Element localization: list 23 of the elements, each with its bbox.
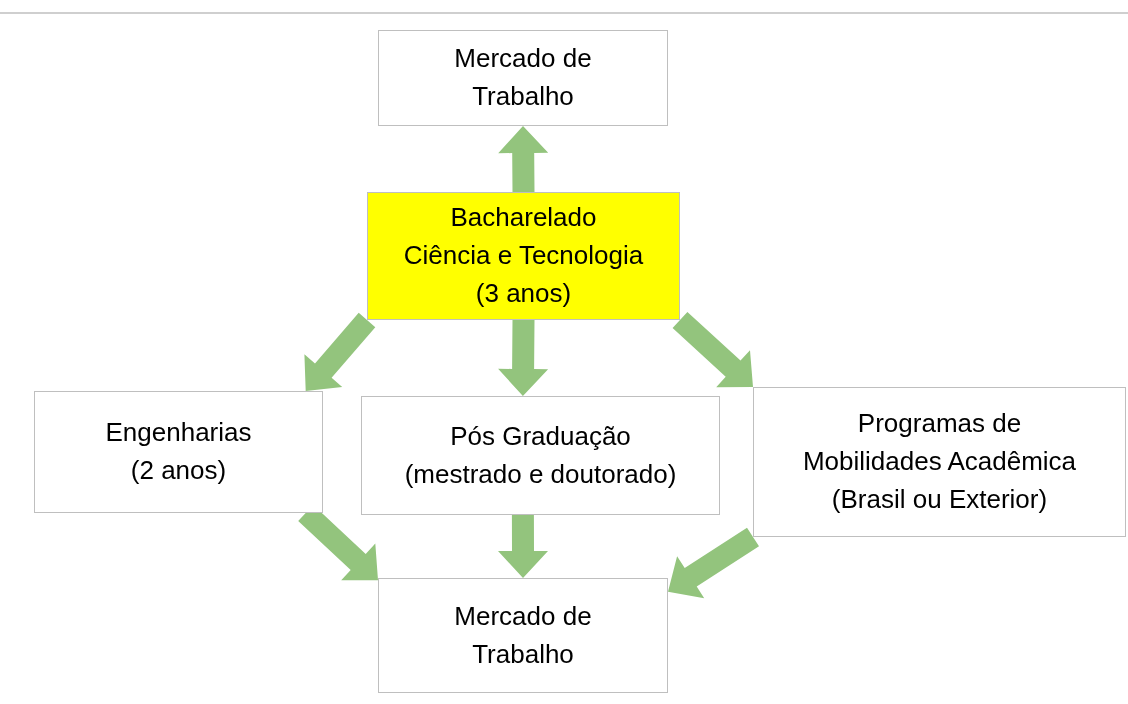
node-text: (mestrado e doutorado) <box>404 457 677 491</box>
node-text: (3 anos) <box>475 276 572 310</box>
block-arrow <box>498 126 549 193</box>
process-box <box>367 192 680 320</box>
node-text: Engenharias <box>105 416 252 450</box>
block-arrow <box>304 312 376 391</box>
node-text: Mercado de Trabalho <box>453 42 593 113</box>
node-text: Mercado de Trabalho <box>453 599 593 671</box>
process-box <box>378 30 668 126</box>
process-box <box>753 387 1126 537</box>
node-text: Bacharelado <box>450 201 597 235</box>
process-box <box>361 396 720 515</box>
node-text: Pós Graduação <box>450 419 631 453</box>
node-text: (2 anos) <box>130 454 227 487</box>
node-text: Ciência e Tecnologia <box>403 239 644 273</box>
block-arrow <box>498 319 549 396</box>
node-text: (Brasil ou Exterior) <box>831 482 1048 516</box>
process-box <box>378 578 668 693</box>
node-text: Programas de Mobilidades Acadêmica <box>801 407 1078 479</box>
block-arrow <box>672 311 753 388</box>
block-arrow <box>498 515 548 578</box>
block-arrow <box>668 527 759 599</box>
process-box <box>34 391 323 513</box>
